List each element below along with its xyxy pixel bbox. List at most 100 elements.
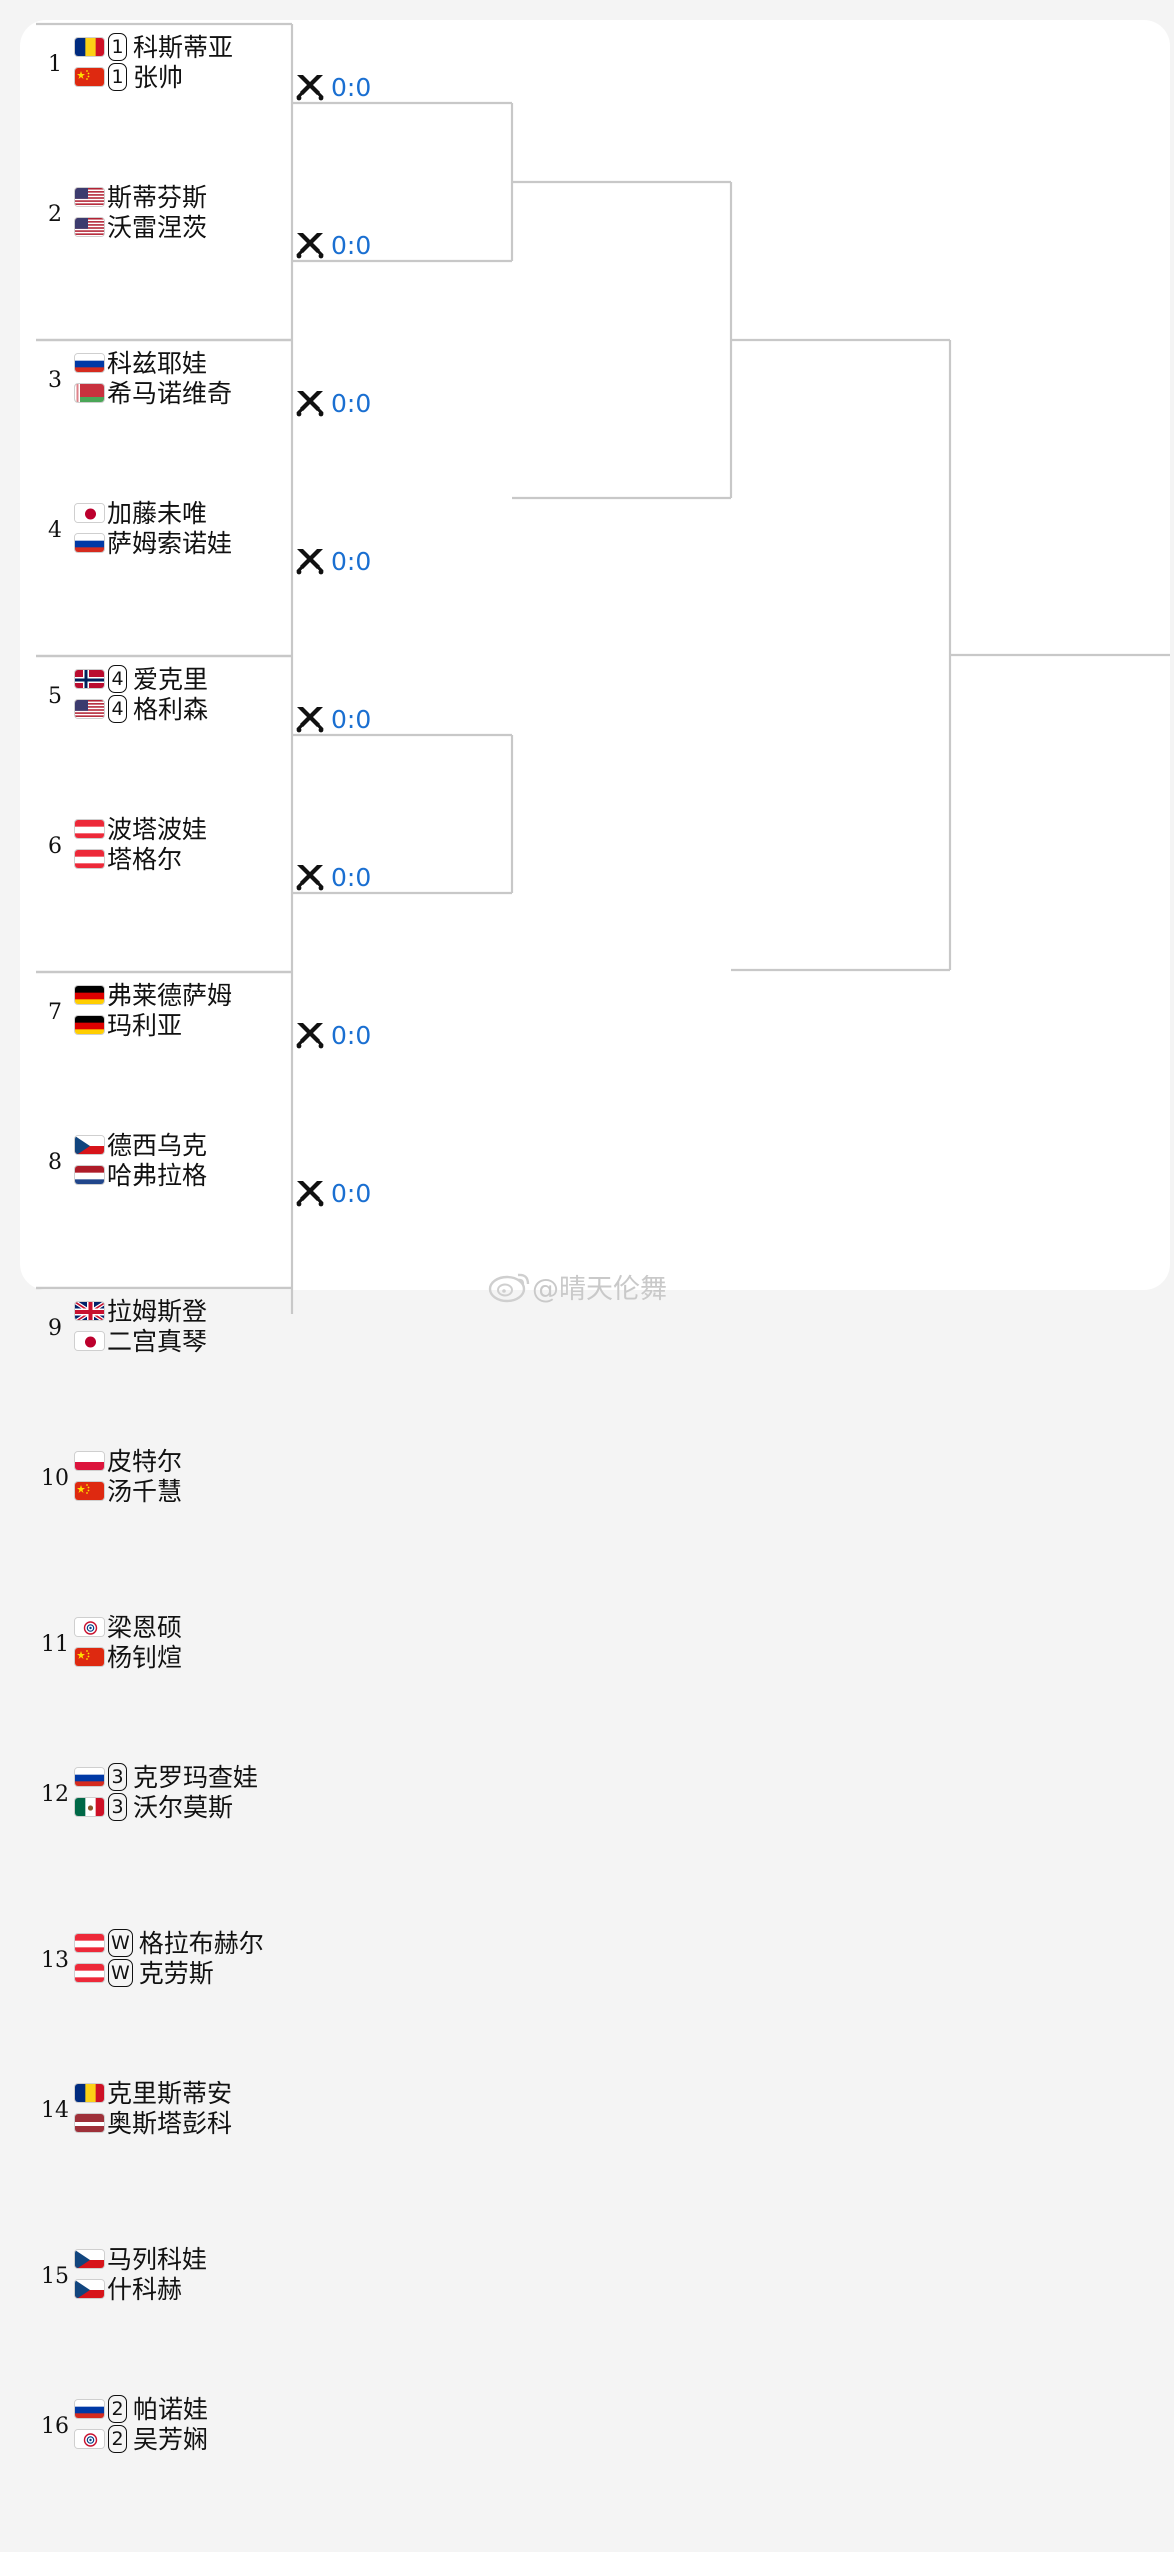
player-entry: 玛利亚 bbox=[74, 1011, 182, 1039]
seed-badge: 2 bbox=[108, 2395, 127, 2423]
player-name: 帕诺娃 bbox=[133, 2394, 209, 2424]
score-value: 0:0 bbox=[331, 546, 372, 576]
player-entry: 二宫真琴 bbox=[74, 1327, 207, 1355]
draw-position-number: 4 bbox=[48, 518, 62, 543]
player-name: 杨钊煊 bbox=[107, 1642, 183, 1672]
player-name: 二宫真琴 bbox=[107, 1326, 208, 1356]
player-name: 克里斯蒂安 bbox=[107, 2078, 233, 2108]
weibo-icon bbox=[488, 1273, 530, 1303]
flag-icon-russia bbox=[74, 353, 105, 373]
flag-icon-austria bbox=[74, 849, 105, 869]
flag-icon-china bbox=[74, 1647, 105, 1667]
player-entry: 什科赫 bbox=[74, 2275, 182, 2303]
flag-icon-usa bbox=[74, 217, 105, 237]
crossed-swords-icon bbox=[296, 1181, 324, 1207]
player-name: 萨姆索诺娃 bbox=[107, 528, 233, 558]
match-score[interactable]: 0:0 bbox=[295, 862, 371, 892]
draw-position-number: 15 bbox=[41, 2264, 69, 2289]
flag-icon-austria bbox=[74, 1963, 105, 1983]
bracket-lines bbox=[36, 22, 1170, 1314]
player-name: 弗莱德萨姆 bbox=[107, 980, 233, 1010]
flag-icon-austria bbox=[74, 1933, 105, 1953]
match-score[interactable]: 0:0 bbox=[295, 1020, 371, 1050]
player-entry: 杨钊煊 bbox=[74, 1643, 182, 1671]
draw-pair: 4 加藤未唯萨姆索诺娃 bbox=[36, 498, 292, 656]
match-score[interactable]: 0:0 bbox=[295, 230, 371, 260]
score-value: 0:0 bbox=[331, 230, 372, 260]
crossed-swords-icon bbox=[296, 707, 324, 733]
player-entry: 汤千慧 bbox=[74, 1477, 182, 1505]
score-value: 0:0 bbox=[331, 1178, 372, 1208]
draw-position-number: 2 bbox=[48, 202, 62, 227]
player-name: 科斯蒂亚 bbox=[133, 32, 234, 62]
flag-icon-tpe bbox=[74, 1617, 105, 1637]
player-name: 爱克里 bbox=[133, 664, 209, 694]
player-entry: 科兹耶娃 bbox=[74, 349, 207, 377]
match-score[interactable]: 0:0 bbox=[295, 72, 371, 102]
crossed-swords-icon bbox=[296, 233, 324, 259]
match-score[interactable]: 0:0 bbox=[295, 388, 371, 418]
player-name: 克劳斯 bbox=[138, 1958, 214, 1988]
seed-badge: 1 bbox=[108, 63, 127, 91]
player-name: 沃雷涅茨 bbox=[107, 212, 208, 242]
flag-icon-usa bbox=[74, 699, 105, 719]
score-value: 0:0 bbox=[331, 704, 372, 734]
player-name: 奥斯塔彭科 bbox=[107, 2108, 233, 2138]
player-name: 张帅 bbox=[133, 62, 184, 92]
draw-position-number: 10 bbox=[41, 1466, 69, 1491]
player-entry: 克里斯蒂安 bbox=[74, 2079, 232, 2107]
flag-icon-germany bbox=[74, 1015, 105, 1035]
flag-icon-czech bbox=[74, 1135, 105, 1155]
player-entry: 塔格尔 bbox=[74, 845, 182, 873]
flag-icon-usa bbox=[74, 187, 105, 207]
flag-icon-uk bbox=[74, 1301, 105, 1321]
player-entry: 弗莱德萨姆 bbox=[74, 981, 232, 1009]
seed-badge: W bbox=[108, 1959, 133, 1987]
seed-badge: 1 bbox=[108, 33, 127, 61]
flag-icon-romania bbox=[74, 2083, 105, 2103]
player-entry: 德西乌克 bbox=[74, 1131, 207, 1159]
seed-badge: W bbox=[108, 1929, 133, 1957]
draw-position-number: 5 bbox=[48, 684, 62, 709]
player-entry: 马列科娃 bbox=[74, 2245, 207, 2273]
flag-icon-china bbox=[74, 67, 105, 87]
match-score[interactable]: 0:0 bbox=[295, 1178, 371, 1208]
player-entry: 加藤未唯 bbox=[74, 499, 207, 527]
player-name: 斯蒂芬斯 bbox=[107, 182, 208, 212]
flag-icon-belarus bbox=[74, 383, 105, 403]
flag-icon-russia bbox=[74, 1767, 105, 1787]
draw-position-number: 13 bbox=[41, 1948, 69, 1973]
match-score[interactable]: 0:0 bbox=[295, 704, 371, 734]
crossed-swords-icon bbox=[296, 1023, 324, 1049]
flag-icon-romania bbox=[74, 37, 105, 57]
draw-position-number: 1 bbox=[48, 52, 62, 77]
player-name: 科兹耶娃 bbox=[107, 348, 208, 378]
match-score[interactable]: 0:0 bbox=[295, 546, 371, 576]
crossed-swords-icon bbox=[296, 865, 324, 891]
draw-position-number: 3 bbox=[48, 368, 62, 393]
crossed-swords-icon bbox=[296, 391, 324, 417]
draw-pair: 9 拉姆斯登二宫真琴 bbox=[36, 1288, 292, 1446]
player-name: 格利森 bbox=[133, 694, 209, 724]
flag-icon-tpe bbox=[74, 2429, 105, 2449]
draw-position-number: 6 bbox=[48, 834, 62, 859]
player-entry: 拉姆斯登 bbox=[74, 1297, 207, 1325]
draw-position-number: 9 bbox=[48, 1316, 62, 1341]
flag-icon-russia bbox=[74, 533, 105, 553]
draw-position-number: 11 bbox=[41, 1632, 69, 1657]
player-name: 希马诺维奇 bbox=[107, 378, 233, 408]
draw-position-number: 12 bbox=[41, 1782, 69, 1807]
